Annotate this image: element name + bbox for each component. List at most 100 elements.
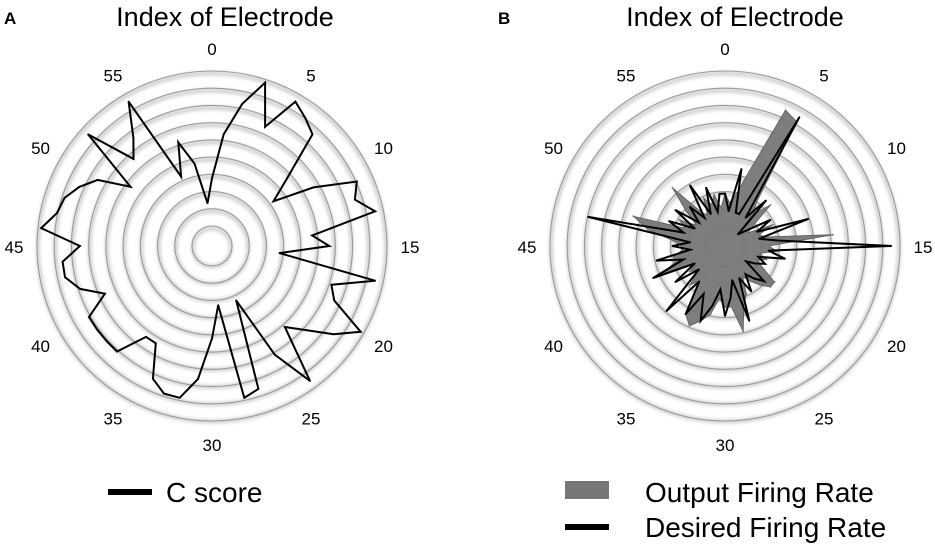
series-2-point <box>763 280 765 282</box>
series-layer-b <box>587 109 893 333</box>
series-1-point <box>311 234 314 237</box>
series-1-point <box>312 186 315 189</box>
angular-tick-label: 20 <box>374 337 393 356</box>
series-1-point <box>132 136 135 139</box>
panel-label-a: A <box>4 9 16 28</box>
series-1-point <box>330 283 333 286</box>
series-2-point <box>754 262 757 265</box>
radial-grid-a <box>36 70 388 424</box>
series-1-point <box>671 186 674 189</box>
series-1-point <box>328 245 331 247</box>
series-2-point <box>689 248 692 251</box>
series-2-point <box>750 290 753 293</box>
series-2-point <box>767 249 770 252</box>
series-1-point <box>87 133 89 136</box>
angular-tick-label: 55 <box>617 67 636 86</box>
series-2-point <box>724 315 726 317</box>
series-2-point <box>674 209 677 211</box>
series-1-point <box>152 377 154 380</box>
series-1-point <box>772 223 774 226</box>
series-1-point <box>680 249 683 252</box>
series-2-point <box>890 245 893 247</box>
series-1-point <box>145 336 147 338</box>
series-1-point <box>272 200 275 203</box>
series-2-point <box>756 230 758 233</box>
series-2-point <box>738 213 741 215</box>
angular-tick-label: 30 <box>203 436 222 455</box>
panel-b: B Index of Electrode 0510152025303540455… <box>498 2 932 543</box>
series-1-point <box>759 284 761 286</box>
series-1-point <box>278 252 281 255</box>
series-2-point <box>769 218 772 221</box>
series-1-point <box>243 396 246 399</box>
series-1-point <box>702 197 705 199</box>
series-1-point <box>632 215 635 218</box>
series-2-point <box>693 227 696 230</box>
angular-tick-label: 0 <box>207 40 216 59</box>
series-1-point <box>257 388 260 390</box>
series-2-point <box>684 313 687 316</box>
series-1-point <box>762 267 764 269</box>
series-1-point <box>63 197 66 199</box>
series-1-point <box>304 329 307 331</box>
series-2-point <box>705 186 707 189</box>
series-1-point <box>359 330 362 333</box>
panel-a: A Index of Electrode 0510152025303540455… <box>4 2 419 508</box>
series-1-point <box>217 304 220 307</box>
series-1-point <box>193 162 196 165</box>
series-1-point <box>332 333 335 336</box>
series-1-point <box>688 270 691 273</box>
series-1-point <box>284 326 286 328</box>
series-2-point <box>709 213 712 215</box>
series-2-point <box>699 320 702 322</box>
series-2-point <box>798 116 801 119</box>
series-1-point <box>720 206 722 209</box>
series-1-point <box>742 330 745 333</box>
series-2-point <box>745 260 748 263</box>
angular-tick-label: 10 <box>887 139 906 158</box>
series-1-point <box>688 325 691 327</box>
series-1-point <box>96 328 98 331</box>
angular-tick-label: 45 <box>5 238 24 257</box>
series-1-point <box>96 179 99 181</box>
angular-tick-label: 55 <box>104 67 123 86</box>
angular-tick-label: 25 <box>815 409 834 428</box>
chart-title-b: Index of Electrode <box>626 2 844 32</box>
series-1-point <box>730 306 733 308</box>
series-1-point <box>105 340 108 342</box>
series-1-point <box>746 232 749 234</box>
series-1-point <box>745 293 748 295</box>
series-1-point <box>674 261 676 264</box>
series-2-point <box>703 216 706 219</box>
grid-ring <box>70 104 354 388</box>
series-2-point <box>758 237 761 240</box>
series-1-point <box>671 239 674 242</box>
legend-label: Output Firing Rate <box>645 477 874 508</box>
angular-tick-label: 30 <box>716 436 735 455</box>
series-1-point <box>756 259 758 262</box>
grid-ring-shadow <box>139 174 285 321</box>
series-1-point <box>104 292 106 295</box>
series-2-point <box>738 277 741 279</box>
series-1-point <box>40 227 43 230</box>
series-1-point <box>680 245 683 247</box>
series-1-point <box>286 177 288 180</box>
series-2-point <box>748 320 751 322</box>
grid-ring <box>191 225 233 267</box>
series-2-point <box>689 206 691 208</box>
series-1-point <box>132 158 135 160</box>
series-2-point <box>702 293 705 295</box>
series-1-point <box>177 141 180 144</box>
series-2-point <box>652 277 654 279</box>
series-1-point <box>222 133 225 136</box>
series-2-point <box>587 216 589 218</box>
series-1-point <box>765 258 768 261</box>
angular-tick-label: 50 <box>31 139 50 158</box>
series-1-point <box>647 228 649 231</box>
angular-tick-label: 0 <box>720 40 729 59</box>
series-1-point <box>206 202 209 205</box>
grid-ring <box>53 87 371 405</box>
angular-tick-label: 35 <box>104 409 123 428</box>
